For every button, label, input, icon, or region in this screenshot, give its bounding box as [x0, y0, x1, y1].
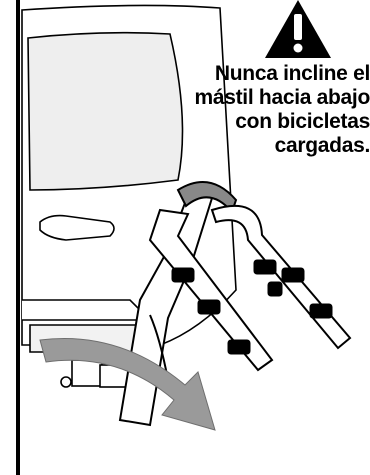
- warning-message: Nunca incline el mástil hacia abajo con …: [110, 62, 370, 158]
- warning-line-3: con bicicletas: [235, 110, 370, 133]
- warning-line-2: mástil hacia abajo: [194, 86, 370, 109]
- warning-line-4: cargadas.: [274, 134, 370, 157]
- warning-exclamation-triangle-icon: [265, 0, 331, 58]
- downward-tilt-arrow: [39, 337, 216, 431]
- warning-line-1: Nunca incline el: [214, 62, 370, 85]
- bike-cradles: [171, 259, 333, 355]
- left-margin-rule: [16, 0, 20, 475]
